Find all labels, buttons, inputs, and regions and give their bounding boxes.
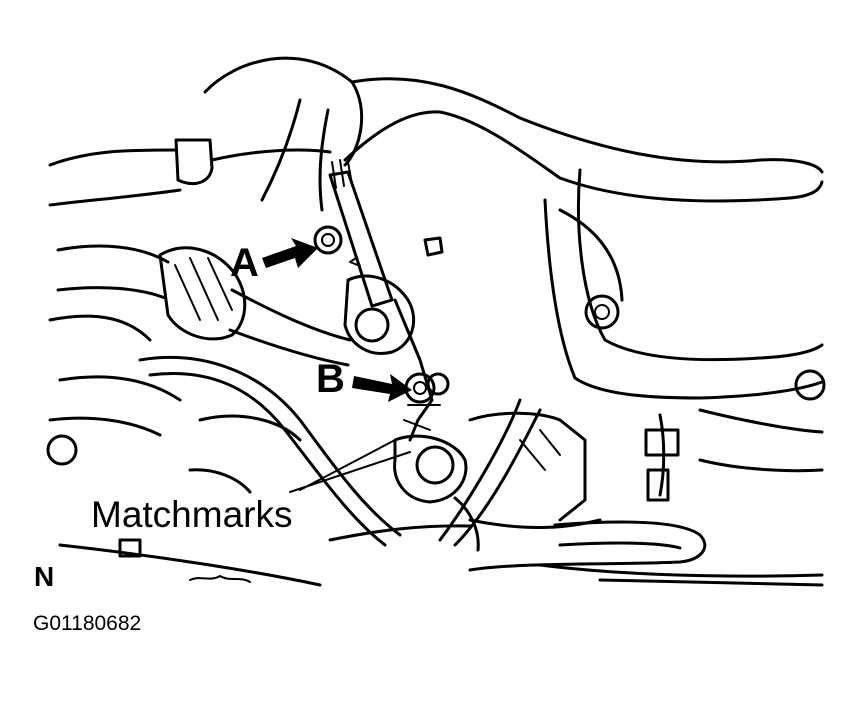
callout-arrow-b [352, 374, 412, 402]
left-lower-components [46, 314, 824, 587]
matchmarks-label: Matchmarks [91, 494, 292, 535]
upper-frame-outline [48, 56, 824, 212]
callout-label-a: A [230, 241, 259, 285]
pipes-and-cables [138, 356, 707, 572]
bolt-a [313, 225, 343, 255]
left-hose-boot [56, 244, 352, 367]
matchmarks-leaders [289, 439, 411, 493]
lower-gearbox [393, 411, 602, 552]
callout-label-b: B [316, 357, 345, 401]
figure-id: G01180682 [33, 612, 141, 635]
right-housing [423, 168, 826, 502]
callout-arrow-a [262, 238, 318, 268]
north-indicator-label: N [34, 561, 54, 592]
